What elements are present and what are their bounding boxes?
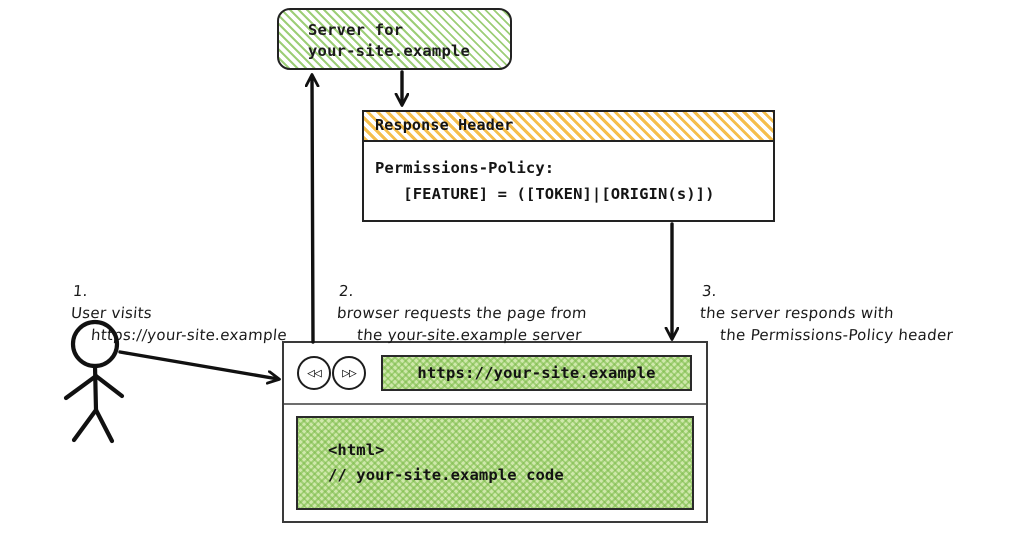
page-content-box: <html> // your-site.example code [296,416,694,510]
step-3-number: 3. [701,282,718,300]
response-header-box: Response Header Permissions-Policy: [FEA… [362,110,775,222]
response-header-title-text: Response Header [375,116,514,134]
step-2-line2: the your-site.example server [356,326,583,344]
arrow-browser-to-server [312,76,313,344]
step-label-2: 2. browser requests the page from the yo… [332,258,592,368]
step-2-line1: browser requests the page from [336,304,588,322]
browser-viewport: <html> // your-site.example code [284,405,706,521]
step-1-number: 1. [72,282,89,300]
browser-toolbar: ◁◁ ▷▷ https://your-site.example [284,343,706,405]
response-header-body-text: Permissions-Policy: [FEATURE] = ([TOKEN]… [375,159,715,203]
forward-icon[interactable]: ▷▷ [332,356,366,390]
server-box-label: Server for your-site.example [308,21,471,60]
step-1-line1: User visits [70,304,153,322]
back-icon[interactable]: ◁◁ [297,356,331,390]
url-text: https://your-site.example [417,364,656,382]
page-source-text: <html> // your-site.example code [328,441,564,484]
step-1-line2: https://your-site.example [90,326,288,344]
browser-window: ◁◁ ▷▷ https://your-site.example <html> /… [282,341,708,523]
response-header-title-bar: Response Header [364,112,773,142]
step-3-line2: the Permissions-Policy header [719,326,954,344]
server-box: Server for your-site.example [277,8,512,70]
step-2-number: 2. [338,282,355,300]
url-input[interactable]: https://your-site.example [381,355,692,391]
step-label-1: 1. User visits https://your-site.example [66,258,293,368]
step-label-3: 3. the server responds with the Permissi… [695,258,960,368]
step-3-line1: the server responds with [699,304,895,322]
